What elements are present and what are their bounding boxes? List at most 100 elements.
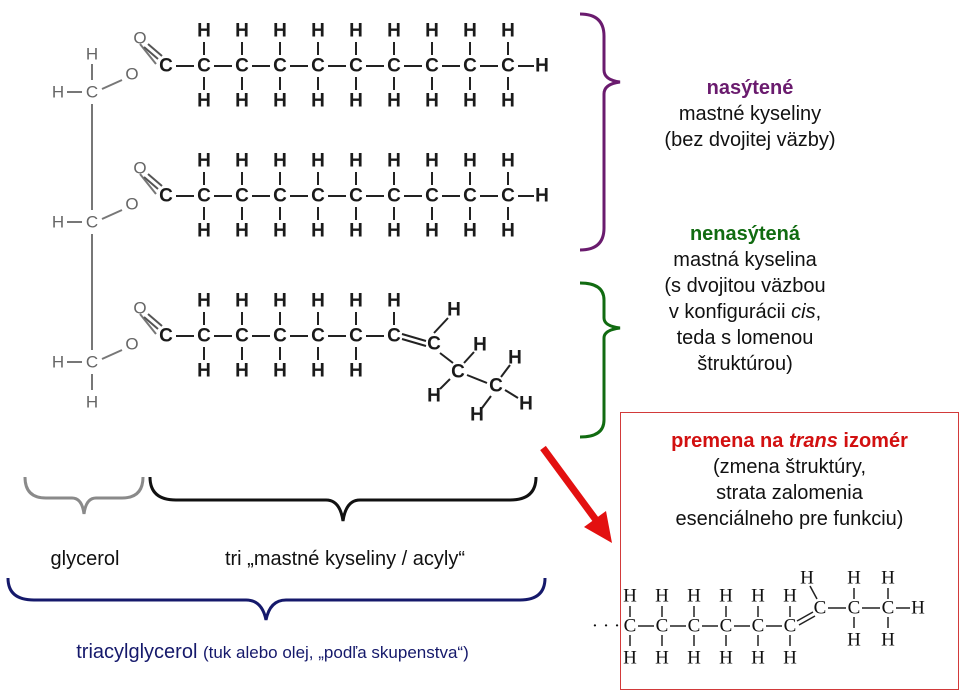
hydrogen-atom: H	[52, 83, 64, 102]
carbon-atom: C	[349, 326, 363, 347]
carbon-atom: C	[159, 326, 173, 347]
hydrogen-atom: H	[751, 648, 765, 669]
carbon-atom: C	[688, 616, 701, 637]
ester-bond	[101, 209, 123, 220]
hydrogen-atom: H	[881, 630, 895, 651]
hydrogen-atom: H	[273, 291, 287, 312]
unsaturated-line: v konfigurácii cis,	[630, 299, 860, 325]
hydrogen-atom: H	[197, 361, 211, 382]
unsaturated-title: nenasýtená	[689, 223, 801, 245]
carbon-atom: C	[387, 326, 401, 347]
oxygen-atom: O	[125, 335, 138, 354]
hydrogen-atom: H	[463, 221, 477, 242]
hydrogen-atom: H	[655, 648, 669, 669]
trans-label: premena na trans izomér (zmena štruktúry…	[622, 428, 957, 532]
hydrogen-atom: H	[349, 151, 363, 172]
carbon-atom: C	[273, 326, 287, 347]
carbon-atom: C	[86, 213, 98, 232]
hydrogen-atom: H	[349, 21, 363, 42]
hydrogen-atom: H	[427, 386, 441, 407]
saturated-title: nasýtené	[706, 77, 794, 99]
hydrogen-atom: H	[235, 91, 249, 112]
unsaturated-brace	[579, 281, 621, 439]
hydrogen-atom: H	[623, 586, 637, 607]
hydrogen-atom: H	[197, 151, 211, 172]
carbon-atom: C	[159, 186, 173, 207]
carbon-atom: C	[235, 56, 249, 77]
carbon-atom: C	[463, 56, 477, 77]
bond-line	[439, 352, 454, 364]
carbon-atom: C	[489, 376, 503, 397]
saturated-line: (bez dvojitej väzby)	[664, 129, 836, 151]
carbon-atom: C	[197, 326, 211, 347]
hydrogen-atom: H	[425, 91, 439, 112]
bond-line	[500, 364, 511, 378]
unsaturated-line-comma: ,	[815, 301, 822, 323]
trans-isomer-box	[620, 412, 959, 690]
hydrogen-atom: H	[800, 568, 814, 589]
hydrogen-atom: H	[519, 394, 533, 415]
carbon-atom: C	[501, 186, 515, 207]
carbon-atom: C	[387, 56, 401, 77]
ester-bond	[101, 79, 123, 90]
oxygen-atom: O	[125, 65, 138, 84]
oxygen-atom: O	[133, 29, 146, 48]
hydrogen-atom: H	[387, 221, 401, 242]
hydrogen-atom: H	[387, 91, 401, 112]
hydrogen-atom: H	[425, 21, 439, 42]
double-bond	[796, 611, 814, 622]
carbon-atom: C	[311, 56, 325, 77]
ester-bond	[139, 173, 157, 195]
hydrogen-atom: H	[783, 586, 797, 607]
carbon-atom: C	[624, 616, 637, 637]
carbon-atom: C	[235, 186, 249, 207]
hydrogen-atom: H	[86, 45, 98, 64]
hydrogen-atom: H	[463, 151, 477, 172]
carbon-atom: C	[86, 353, 98, 372]
double-bond	[401, 333, 427, 342]
saturated-line: mastné kyseliny	[678, 103, 822, 125]
saturated-label: nasýtené mastné kyseliny (bez dvojitej v…	[620, 75, 880, 153]
double-bond	[798, 615, 816, 626]
hydrogen-atom: H	[881, 568, 895, 589]
ester-bond	[139, 313, 157, 335]
ester-bond	[139, 43, 157, 65]
oxygen-atom: O	[125, 195, 138, 214]
hydrogen-atom: H	[273, 21, 287, 42]
trans-arrow	[540, 445, 599, 523]
hydrogen-atom: H	[463, 21, 477, 42]
hydrogen-atom: H	[86, 393, 98, 412]
hydrogen-atom: H	[311, 221, 325, 242]
glycerol-brace	[23, 476, 145, 515]
carbon-atom: C	[656, 616, 669, 637]
carbonyl-bond	[143, 316, 159, 330]
oxygen-atom: O	[133, 299, 146, 318]
bond-line	[809, 585, 818, 600]
hydrogen-atom: H	[501, 21, 515, 42]
hydrogen-atom: H	[349, 291, 363, 312]
hydrogen-atom: H	[273, 91, 287, 112]
hydrogen-atom: H	[470, 405, 484, 426]
bond-line	[439, 378, 451, 390]
hydrogen-atom: H	[235, 291, 249, 312]
hydrogen-atom: H	[235, 151, 249, 172]
hydrogen-atom: H	[197, 91, 211, 112]
carbon-atom: C	[501, 56, 515, 77]
hydrogen-atom: H	[349, 221, 363, 242]
hydrogen-atom: H	[655, 586, 669, 607]
carbon-atom: C	[425, 56, 439, 77]
unsaturated-line: teda s lomenou	[676, 327, 814, 349]
hydrogen-atom: H	[473, 335, 487, 356]
hydrogen-atom: H	[311, 151, 325, 172]
hydrogen-atom: H	[847, 568, 861, 589]
carbon-atom: C	[425, 186, 439, 207]
carbonyl-bond	[147, 173, 163, 187]
hydrogen-atom: H	[273, 361, 287, 382]
carbon-atom: C	[451, 362, 465, 383]
bond-line	[481, 395, 492, 409]
carbon-atom: C	[463, 186, 477, 207]
hydrogen-atom: H	[501, 221, 515, 242]
hydrogen-atom: H	[535, 186, 549, 207]
unsaturated-line: mastná kyselina	[673, 249, 817, 271]
